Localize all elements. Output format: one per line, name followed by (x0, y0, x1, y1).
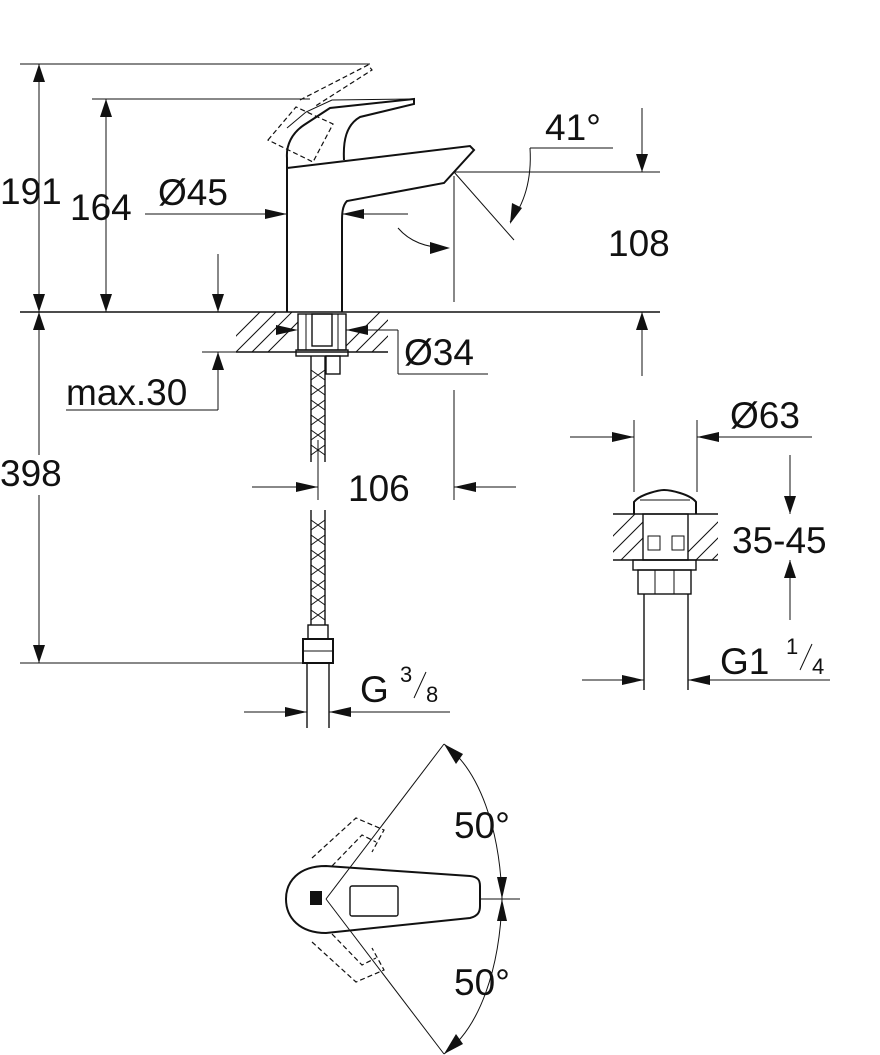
faucet-side-view (267, 64, 476, 312)
faucet-lever (285, 97, 415, 168)
dimension-g38: G 3 8 (244, 662, 450, 717)
dimension-35-45: 35-45 (732, 455, 827, 620)
label-g114-num: 1 (786, 634, 798, 659)
label-41deg: 41° (545, 107, 601, 148)
label-398: 398 (0, 453, 62, 494)
lever-raised-outline (267, 64, 373, 163)
label-191: 191 (0, 171, 62, 212)
label-g114-den: 4 (812, 654, 824, 679)
dimension-164: 164 (70, 98, 310, 312)
dimension-d45: Ø45 (145, 172, 408, 219)
label-g38-main: G (360, 669, 389, 710)
top-view-lever (349, 885, 399, 917)
label-108: 108 (608, 223, 670, 264)
label-164: 164 (70, 187, 132, 228)
label-g38-num: 3 (400, 662, 412, 687)
label-35-45: 35-45 (732, 520, 827, 561)
supply-hose (302, 356, 334, 728)
dimension-d63: Ø63 (570, 395, 812, 492)
label-50deg-up: 50° (454, 805, 510, 846)
label-d45: Ø45 (158, 172, 228, 213)
top-view-body (284, 864, 481, 935)
label-g114-main: G1 (720, 641, 769, 682)
label-106: 106 (348, 468, 410, 509)
dimension-g114: G1 1 4 (582, 634, 830, 685)
faucet-top-view: 50° 50° (284, 743, 520, 1055)
dimension-d34: Ø34 (346, 325, 488, 375)
label-d63: Ø63 (730, 395, 800, 436)
dimension-191: 191 (0, 63, 370, 312)
dimension-106: 106 (252, 176, 516, 509)
label-g38-den: 8 (426, 682, 438, 707)
waste-side-view (613, 488, 718, 690)
dimension-108: 108 (608, 223, 670, 376)
dimension-41deg: 41° (397, 107, 660, 254)
label-d34: Ø34 (404, 332, 474, 373)
label-50deg-down: 50° (454, 962, 510, 1003)
dimension-max30: max.30 (66, 254, 298, 413)
deck-section (20, 311, 660, 375)
label-max30: max.30 (66, 372, 187, 413)
dimension-398: 398 (0, 312, 303, 664)
faucet-body (286, 144, 476, 312)
